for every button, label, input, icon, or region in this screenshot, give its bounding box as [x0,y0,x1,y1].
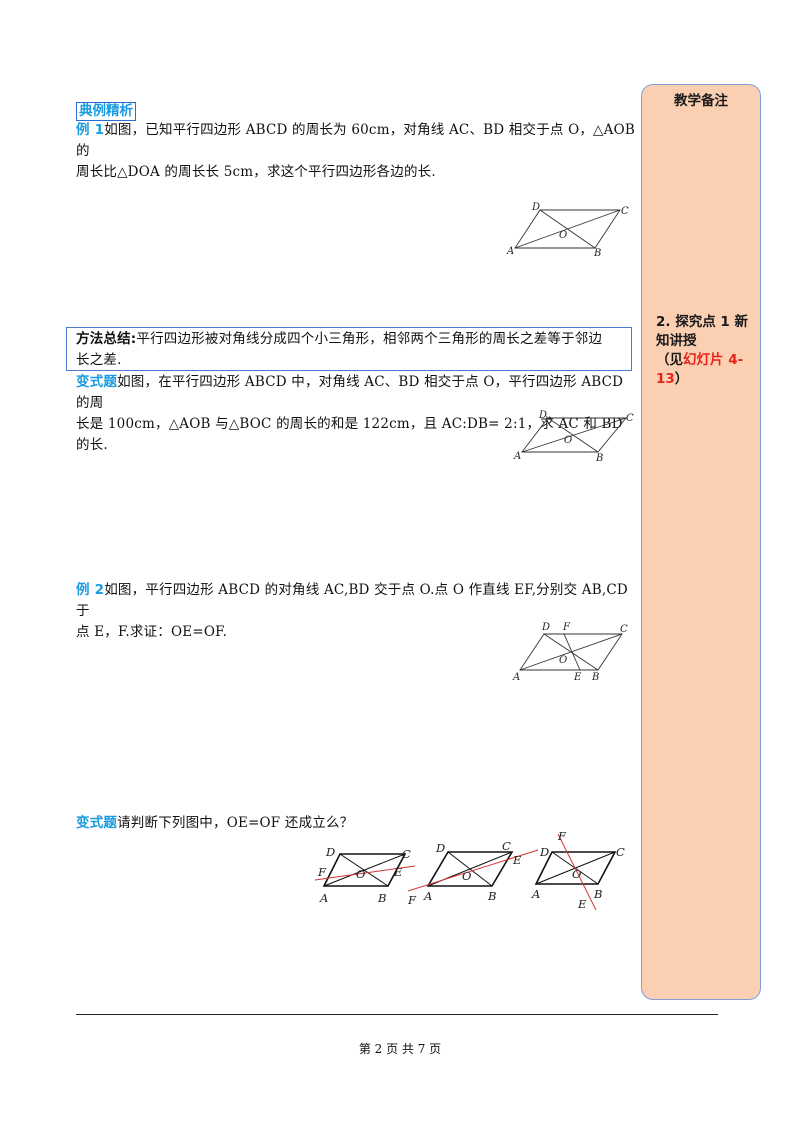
fig1-diagonal-bd [539,209,596,249]
sidebar-note-line-1: 2. 探究点 1 新 [656,314,749,330]
vfb-label-c: C [502,839,511,853]
example-2: 例 2如图，平行四边形 ABCD 的对角线 AC,BD 交于点 O.点 O 作直… [76,580,636,643]
sidebar-note-line-3-highlight: 幻灯片 4- [683,352,744,368]
fig1-label-d: D [531,202,540,213]
vfb-label-a: A [423,889,432,903]
vfb-label-d: D [435,841,445,855]
variant-fig-c: D C A B F E O [531,829,625,910]
vfb-line-ef [407,849,539,892]
fig2-diagonal-ac [521,417,627,453]
example-1-label: 例 1 [76,122,105,138]
fig3-diagonal-bd [543,633,599,671]
fig1-label-a: A [506,246,514,257]
vfa-label-f: F [317,865,327,879]
fig3-label-c: C [620,624,628,635]
vfb-label-f: F [407,893,417,907]
figure-parallelogram-1: A B C D O [506,202,629,258]
vfc-label-f: F [557,829,567,843]
sidebar-note-line-4-suffix: ） [674,371,689,387]
fig3-line-ef [563,633,581,671]
method-summary-line-1: 平行四边形被对角线分成四个小三角形，相邻两个三角形的周长之差等于邻边 [136,331,603,347]
example-1: 例 1如图，已知平行四边形 ABCD 的周长为 60cm，对角线 AC、BD 相… [76,120,636,183]
variant-1-label: 变式题 [76,374,118,390]
vfc-label-e: E [577,897,587,910]
example-2-label: 例 2 [76,582,105,598]
sidebar-title: 教学备注 [674,93,728,109]
vfa-label-a: A [319,891,328,905]
vfb-label-e: E [512,853,522,867]
fig1-label-b: B [593,248,601,258]
fig2-label-b: B [595,453,603,463]
fig2-diagonal-bd [547,417,599,453]
page-number: 第 2 页 共 7 页 [358,1042,442,1056]
variant-fig-a: D C A B F E O [314,845,416,905]
vfb-diagonal-bd [447,851,493,887]
variant-fig-b: D C A B F E O [407,839,539,907]
vfb-label-b: B [487,889,496,903]
sidebar-note-line-2: 知讲授 [656,333,697,349]
fig3-label-e: E [573,672,582,683]
variant-1: 变式题如图，在平行四边形 ABCD 中，对角线 AC、BD 相交于点 O，平行四… [76,372,636,456]
vfa-label-d: D [325,845,335,859]
section-heading: 典例精析 [76,102,136,121]
example-1-line-1: 如图，已知平行四边形 ABCD 的周长为 60cm，对角线 AC、BD 相交于点… [76,122,635,159]
figure-group-variants: D C A B F E O D C A B F E O D C A B F E … [314,829,625,910]
figure-parallelogram-2: A B C D O [513,410,634,463]
fig1-label-c: C [621,206,629,217]
vfc-label-c: C [616,845,625,859]
vfb-label-o: O [462,869,472,883]
section-heading-text: 典例精析 [79,103,133,119]
vfa-label-b: B [377,891,386,905]
fig1-label-o: O [559,230,567,241]
vfa-label-o: O [356,867,366,881]
footer-rule [76,1014,718,1015]
vfa-line-ef [314,865,416,881]
vfc-label-b: B [593,887,602,901]
method-summary-box [66,327,632,371]
fig2-label-o: O [564,435,572,446]
fig3-label-o: O [559,655,567,666]
variant-2-label: 变式题 [76,815,118,831]
method-summary-line-2: 长之差. [76,352,122,368]
vfc-line-ef [557,833,597,910]
fig2-label-a: A [513,451,521,462]
vfc-label-o: O [572,867,582,881]
variant-2-text: 请判断下列图中，OE=OF 还成立么？ [117,815,354,831]
fig2-label-d: D [538,410,547,421]
variant-1-line-1: 如图，在平行四边形 ABCD 中，对角线 AC、BD 相交于点 O，平行四边形 … [76,374,624,411]
method-summary: 方法总结:平行四边形被对角线分成四个小三角形，相邻两个三角形的周长之差等于邻边 … [76,329,628,371]
fig2-label-c: C [626,413,634,424]
fig3-label-d: D [541,622,550,633]
sidebar-note-line-4-highlight: 13 [656,371,675,387]
vfa-label-c: C [402,847,411,861]
teaching-notes-sidebar [641,84,761,1000]
fig3-label-f: F [562,622,571,633]
method-summary-label: 方法总结: [76,331,137,347]
figure-parallelogram-3: A B C D F E O [512,622,628,683]
sidebar-note-line-3-prefix: （见 [656,352,683,368]
vfa-diagonal-bd [339,853,389,887]
vfc-label-a: A [531,887,540,901]
example-2-line-2: 点 E，F.求证：OE=OF. [76,624,228,640]
fig3-label-b: B [591,672,599,683]
variant-1-line-2: 长是 100cm，△AOB 与△BOC 的周长的和是 122cm，且 AC:DB… [76,416,623,453]
vfc-label-d: D [539,845,549,859]
vfa-label-e: E [393,865,403,879]
fig3-label-a: A [512,672,520,683]
example-1-line-2: 周长比△DOA 的周长长 5cm，求这个平行四边形各边的长. [76,164,436,180]
sidebar-note: 2. 探究点 1 新 知讲授 （见幻灯片 4- 13） [656,313,760,389]
example-2-line-1: 如图，平行四边形 ABCD 的对角线 AC,BD 交于点 O.点 O 作直线 E… [76,582,628,619]
variant-2: 变式题请判断下列图中，OE=OF 还成立么？ [76,813,636,834]
